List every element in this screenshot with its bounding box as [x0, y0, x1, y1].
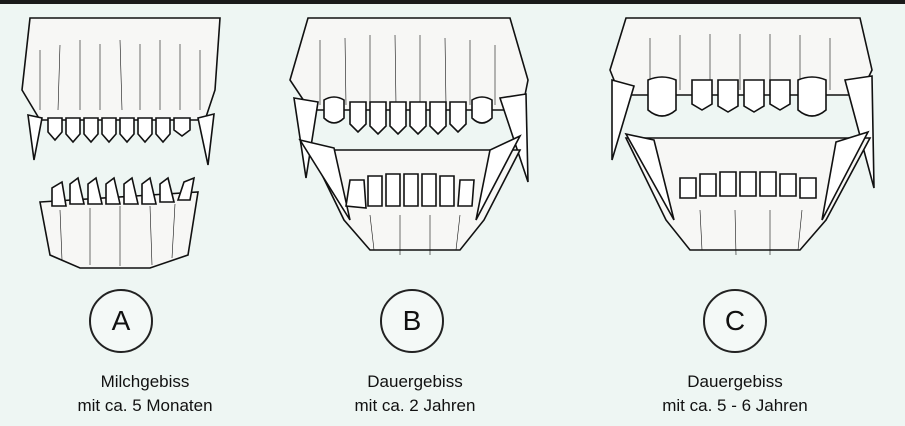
label-badge-c: C	[703, 289, 767, 353]
caption-age: mit ca. 5 - 6 Jahren	[590, 394, 880, 418]
panel-a: A Milchgebiss mit ca. 5 Monaten	[0, 10, 290, 420]
caption-title: Dauergebiss	[590, 370, 880, 394]
caption-title: Dauergebiss	[270, 370, 560, 394]
caption-title: Milchgebiss	[0, 370, 290, 394]
caption-b: Dauergebiss mit ca. 2 Jahren	[270, 370, 560, 418]
permanent-teeth-5y-jaw-illustration	[590, 10, 880, 280]
caption-age: mit ca. 2 Jahren	[270, 394, 560, 418]
caption-a: Milchgebiss mit ca. 5 Monaten	[0, 370, 290, 418]
top-rule	[0, 0, 905, 4]
caption-c: Dauergebiss mit ca. 5 - 6 Jahren	[590, 370, 880, 418]
badge-letter: C	[725, 305, 745, 337]
panel-c: C Dauergebiss mit ca. 5 - 6 Jahren	[590, 10, 880, 420]
milk-teeth-jaw-illustration	[0, 10, 290, 280]
badge-letter: A	[112, 305, 131, 337]
badge-letter: B	[403, 305, 422, 337]
panel-b: B Dauergebiss mit ca. 2 Jahren	[270, 10, 560, 420]
label-badge-b: B	[380, 289, 444, 353]
caption-age: mit ca. 5 Monaten	[0, 394, 290, 418]
permanent-teeth-2y-jaw-illustration	[270, 10, 560, 280]
label-badge-a: A	[89, 289, 153, 353]
